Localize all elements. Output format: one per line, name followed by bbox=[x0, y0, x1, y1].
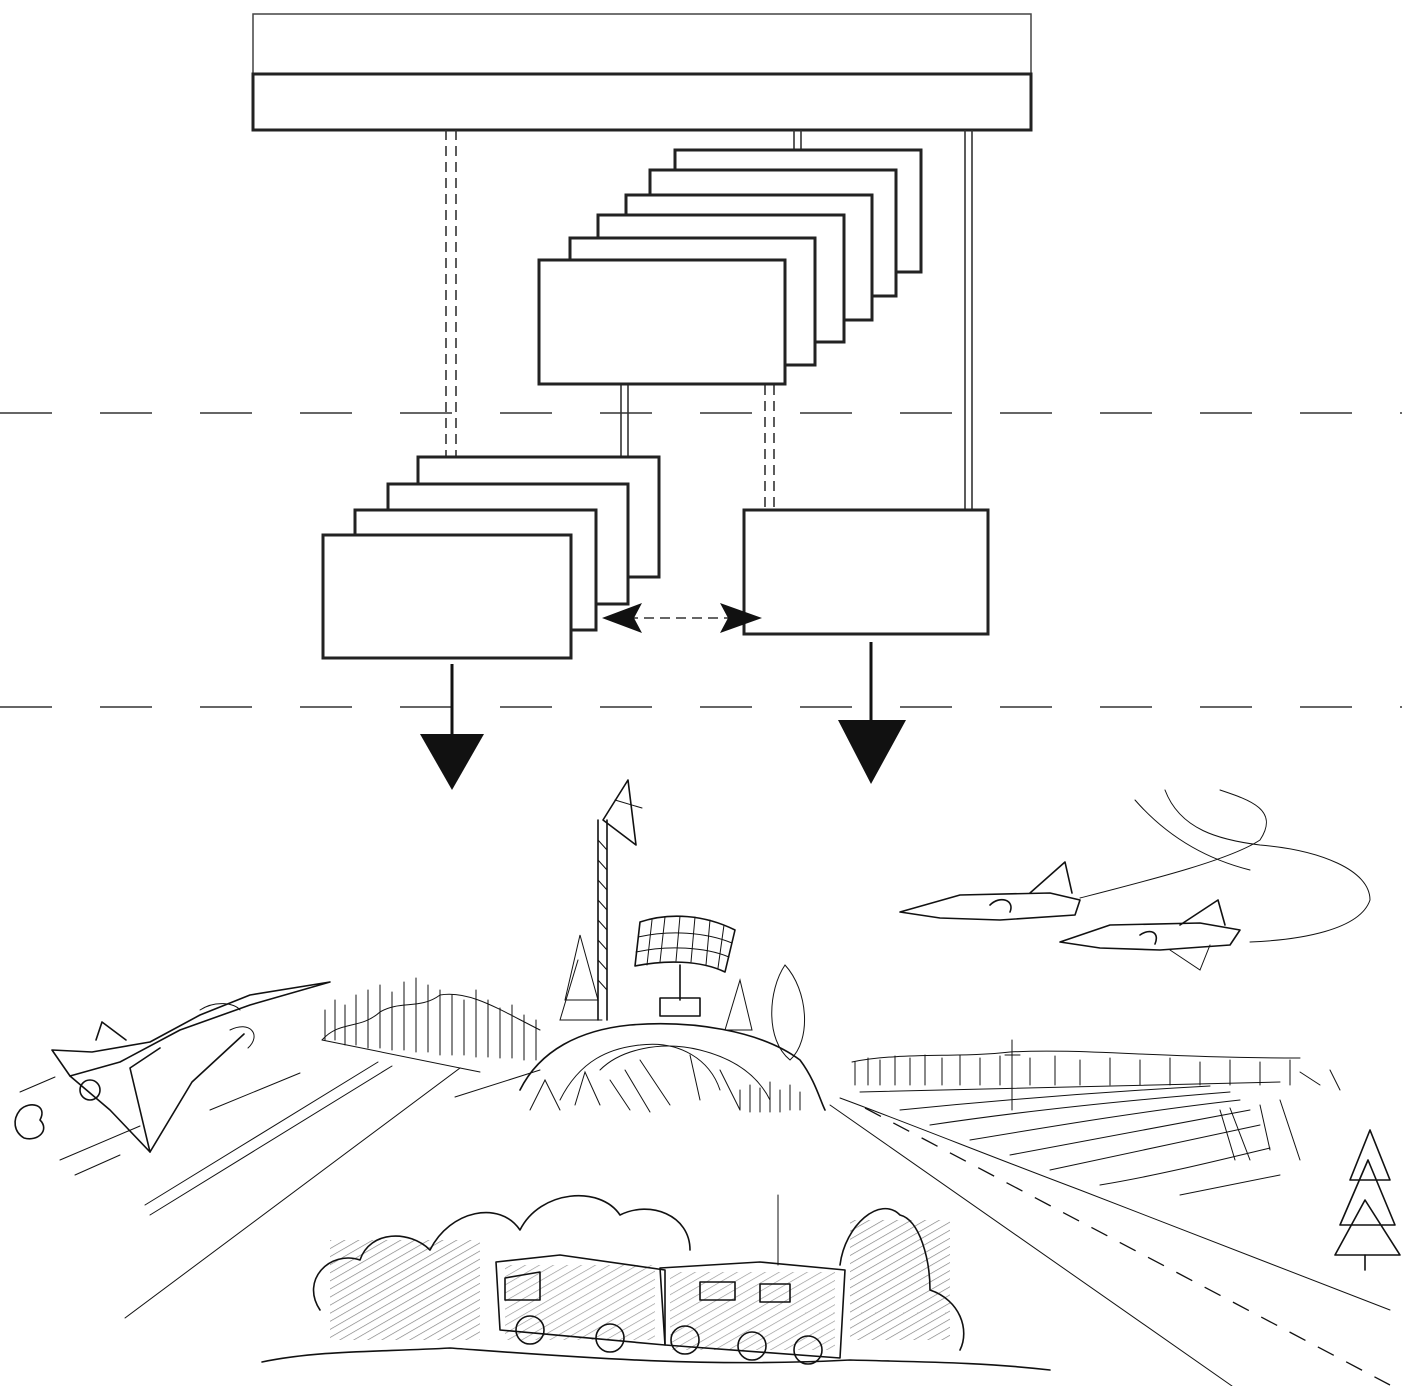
bidirectional-arrow bbox=[602, 603, 762, 633]
runway-icon bbox=[19, 1039, 541, 1319]
down-arrow-left bbox=[420, 664, 484, 790]
tree-icon bbox=[1334, 1129, 1401, 1271]
down-arrow-right bbox=[838, 642, 906, 784]
top-banner bbox=[251, 13, 1033, 132]
military-truck-icon bbox=[261, 1194, 1051, 1371]
fighter-pair-icon bbox=[899, 789, 1371, 971]
road-icon bbox=[829, 1097, 1391, 1386]
airbase-illustration bbox=[14, 779, 1401, 1386]
lower-right-box bbox=[742, 508, 990, 636]
tree-icon bbox=[321, 977, 541, 1061]
connectors bbox=[445, 130, 973, 512]
stacked-middle-group bbox=[537, 148, 923, 386]
field-icon bbox=[851, 1039, 1341, 1196]
radar-site bbox=[519, 934, 826, 1113]
radar-antenna-icon bbox=[634, 915, 736, 1017]
lower-left-stack bbox=[321, 455, 661, 660]
jet-aircraft-icon bbox=[14, 981, 331, 1153]
radar-tower-icon bbox=[597, 779, 643, 1021]
